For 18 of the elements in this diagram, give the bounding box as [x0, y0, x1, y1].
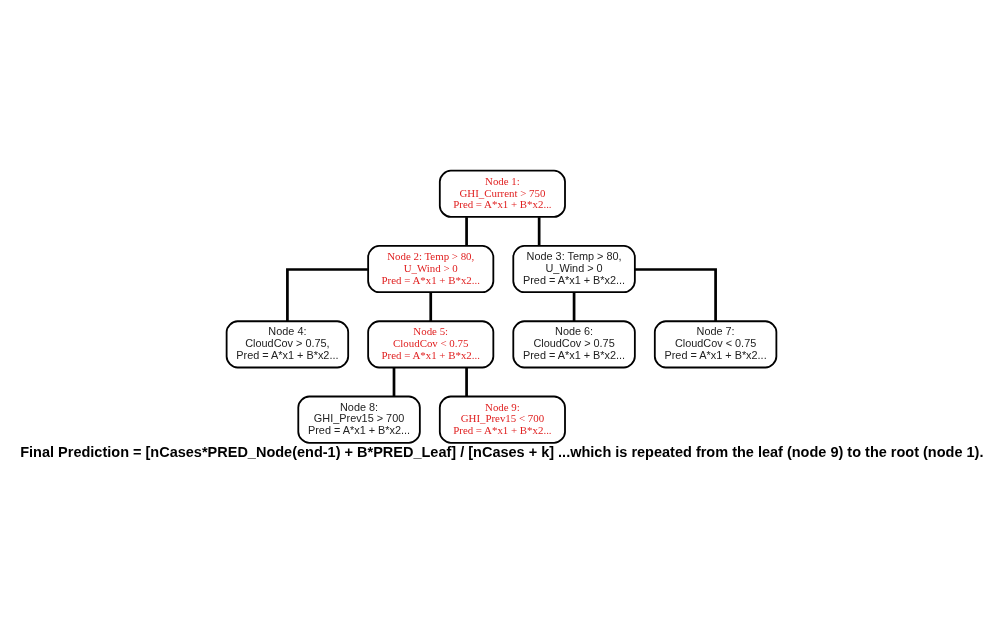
- node-box: Node 6: CloudCov > 0.75 Pred = A*x1 + B*x2...: [512, 319, 636, 368]
- node-box: Node 4: CloudCov > 0.75, Pred = A*x1 + B*x2...: [225, 319, 350, 368]
- node-box: Node 2: Temp > 80, U_Wind > 0 Pred = A*x1 + B*x2...: [367, 244, 495, 293]
- connector: [465, 216, 468, 246]
- node-box: Node 5: CloudCov < 0.75 Pred = A*x1 + B*x2...: [367, 319, 495, 368]
- connector: [429, 291, 433, 321]
- connector: [634, 267, 717, 321]
- node-box: Node 3: Temp > 80, U_Wind > 0 Pred = A*x1 + B*x2...: [512, 244, 636, 293]
- connector: [537, 216, 541, 246]
- connector: [465, 367, 468, 396]
- node-box: Node 1: GHI_Current > 750 Pred = A*x1 + B*x2...: [438, 169, 566, 218]
- connector: [392, 367, 396, 396]
- node-box: Node 9: GHI_Prev15 < 700 Pred = A*x1 + B*x2...: [438, 395, 566, 444]
- node-box: Node 7: CloudCov < 0.75 Pred = A*x1 + B*x2...: [653, 319, 778, 368]
- connector: [286, 267, 368, 321]
- caption: Final Prediction = [nCases*PRED_Node(end-1) + B*PRED_Leaf] / [nCases + k] ...which is repeated from the leaf (node 9) to the root (node 1).: [20, 443, 984, 460]
- node-box: Node 8: GHI_Prev15 > 700 Pred = A*x1 + B*x2...: [297, 395, 421, 444]
- connector: [572, 291, 576, 321]
